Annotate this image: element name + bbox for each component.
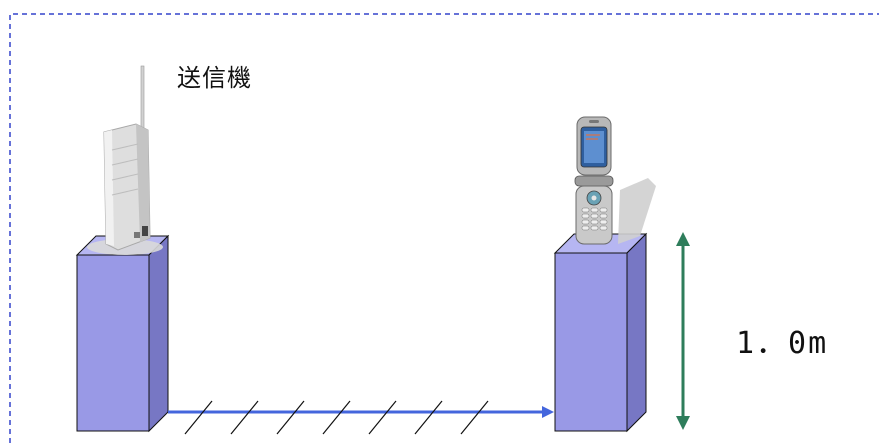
- dashed-frame: [9, 13, 879, 443]
- transmitter-unit-icon: [87, 65, 163, 255]
- right-pedestal: [553, 232, 648, 433]
- distance-arrow: [168, 406, 554, 418]
- height-measurement-arrow: [676, 232, 690, 430]
- distance-break-marks: [184, 400, 489, 435]
- height-label: 1．0m: [736, 326, 829, 361]
- flip-phone-icon: [574, 116, 656, 245]
- transmitter-label: 送信機: [177, 64, 252, 92]
- left-pedestal: [75, 234, 170, 433]
